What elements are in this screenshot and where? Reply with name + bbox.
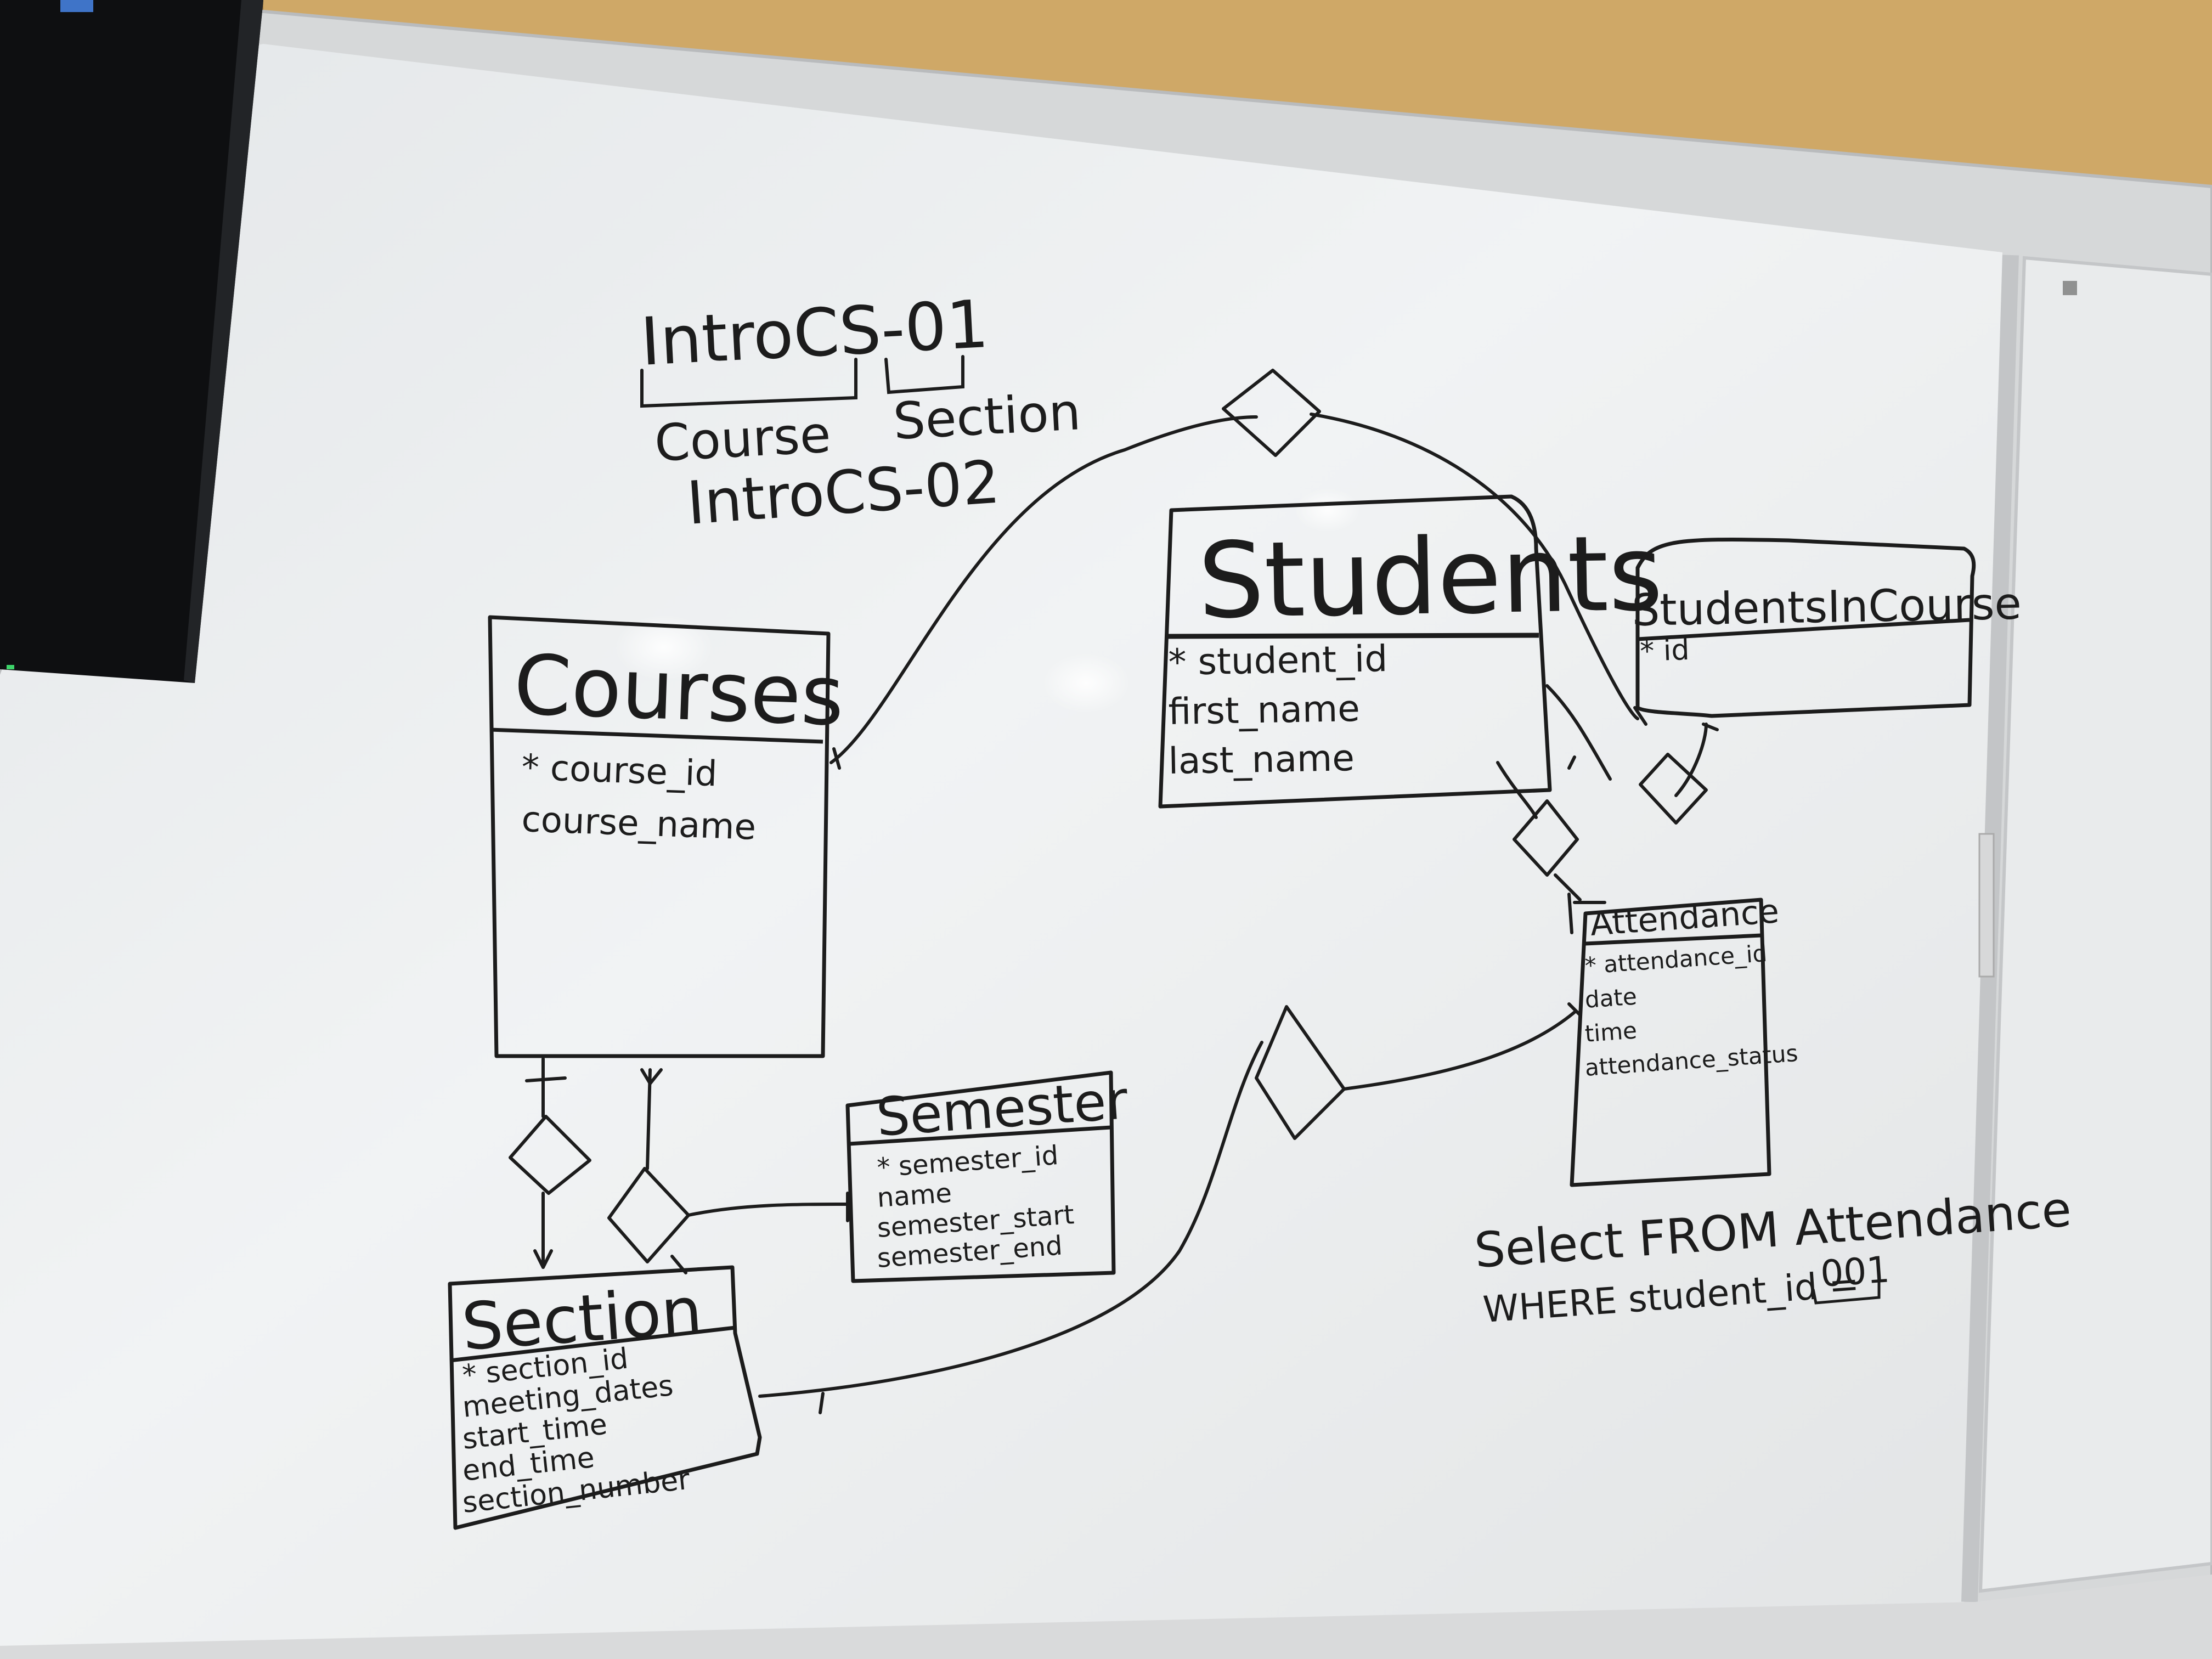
students-divider bbox=[1165, 633, 1539, 639]
attendance-fields: * attendance_id date time attendance_sta… bbox=[1584, 940, 1799, 1081]
light-glare bbox=[1042, 653, 1130, 713]
courses-entity-box bbox=[488, 615, 831, 1058]
marker-tray bbox=[0, 1575, 2212, 1659]
relationship-line-courses-semester bbox=[646, 1068, 652, 1170]
students-in-course-divider bbox=[1637, 618, 1970, 641]
relationship-line-diamond-studentsincourse bbox=[1310, 413, 1639, 720]
tv-edge bbox=[184, 0, 263, 683]
example-code-text: IntroCS-01 bbox=[639, 286, 990, 381]
students-title: Students bbox=[1197, 512, 1664, 642]
relationship-diamond bbox=[1222, 369, 1321, 457]
courses-field: * course_id bbox=[521, 747, 718, 794]
courses-field: course_name bbox=[521, 799, 757, 848]
semester-field: name bbox=[876, 1178, 953, 1214]
tv-power-led bbox=[7, 665, 14, 669]
courses-fields: * course_id course_name bbox=[521, 747, 757, 848]
attendance-divider bbox=[1585, 933, 1762, 946]
query-value-bracket bbox=[1812, 1281, 1881, 1305]
whiteboard-left-panel bbox=[0, 44, 2002, 1659]
semester-entity-box bbox=[845, 1070, 1116, 1283]
light-glare bbox=[614, 614, 713, 680]
relationship-line-diamond-attendance bbox=[1554, 873, 1582, 901]
courses-divider bbox=[489, 727, 823, 744]
tv-corner-sticker bbox=[60, 0, 93, 12]
students-in-course-field: * id bbox=[1639, 634, 1690, 668]
relationship-diamond bbox=[1255, 1005, 1346, 1140]
students-field: last_name bbox=[1168, 737, 1355, 782]
students-field: first_name bbox=[1168, 687, 1360, 733]
relationship-line-section-attendance bbox=[758, 1041, 1263, 1398]
section-part-label: Section bbox=[892, 382, 1082, 451]
relationship-line-diamond-attendance-2 bbox=[1342, 1011, 1576, 1091]
relationship-line-sic-diamond bbox=[1674, 723, 1708, 797]
semester-fields: * semester_id name semester_start semest… bbox=[876, 1140, 1075, 1274]
attendance-entity-box bbox=[1570, 898, 1771, 1187]
students-in-course-fields: * id bbox=[1639, 634, 1690, 668]
students-in-course-entity-box bbox=[1635, 537, 1976, 718]
cardinality-mark bbox=[525, 706, 1719, 1414]
section-entity-box bbox=[448, 1265, 762, 1530]
panel-screw bbox=[2063, 281, 2077, 295]
relationship-diamond bbox=[1639, 753, 1708, 825]
course-bracket bbox=[640, 358, 857, 408]
courses-title: Courses bbox=[512, 637, 846, 744]
attendance-field: time bbox=[1584, 1017, 1638, 1047]
section-bracket bbox=[884, 355, 964, 394]
relationship-line-courses-studentsincourse bbox=[830, 415, 1258, 764]
attendance-field: date bbox=[1584, 983, 1638, 1013]
relationship-diamond bbox=[607, 1167, 690, 1263]
relationship-line-students-sic-2 bbox=[1545, 684, 1612, 781]
section-divider bbox=[449, 1325, 736, 1363]
whiteboard-right-panel bbox=[1978, 256, 2212, 1593]
relationship-diamond bbox=[509, 1115, 591, 1195]
students-in-course-title: StudentsInCourse bbox=[1632, 578, 2022, 636]
relationship-line-diamond-semester bbox=[687, 1203, 849, 1217]
semester-divider bbox=[849, 1125, 1111, 1146]
section-title: Section bbox=[459, 1273, 704, 1365]
students-fields: * student_id first_name last_name bbox=[1168, 637, 1388, 782]
tv-monitor bbox=[0, 0, 263, 683]
students-entity-box bbox=[1158, 494, 1552, 809]
light-glare bbox=[1295, 488, 1361, 532]
course-part-label: Course bbox=[653, 405, 832, 473]
relationship-diamond bbox=[1513, 799, 1579, 877]
panel-clip bbox=[1978, 833, 1995, 978]
students-field: * student_id bbox=[1168, 637, 1388, 684]
relationship-line-students-attendance bbox=[1496, 761, 1538, 819]
